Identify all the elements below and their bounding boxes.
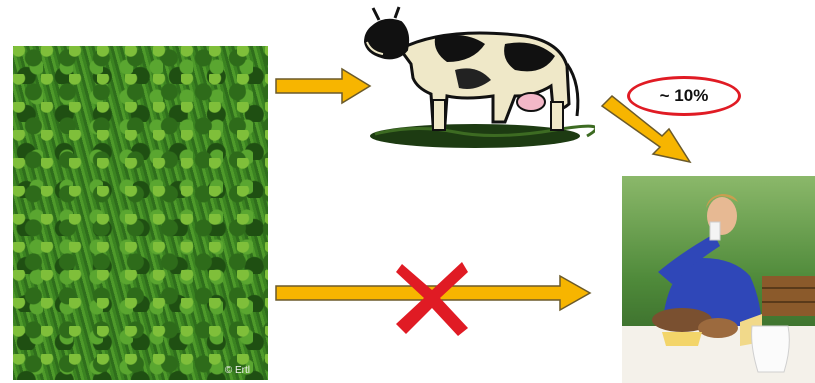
breakfast-scene bbox=[622, 176, 815, 383]
grass-photo: © Ertl bbox=[13, 46, 268, 380]
breakfast-photo bbox=[622, 176, 815, 383]
cow-illustration bbox=[355, 4, 595, 154]
photo-credit: © Ertl bbox=[225, 365, 250, 376]
cow-to-food-arrow bbox=[598, 92, 698, 172]
cross-icon bbox=[392, 258, 472, 338]
